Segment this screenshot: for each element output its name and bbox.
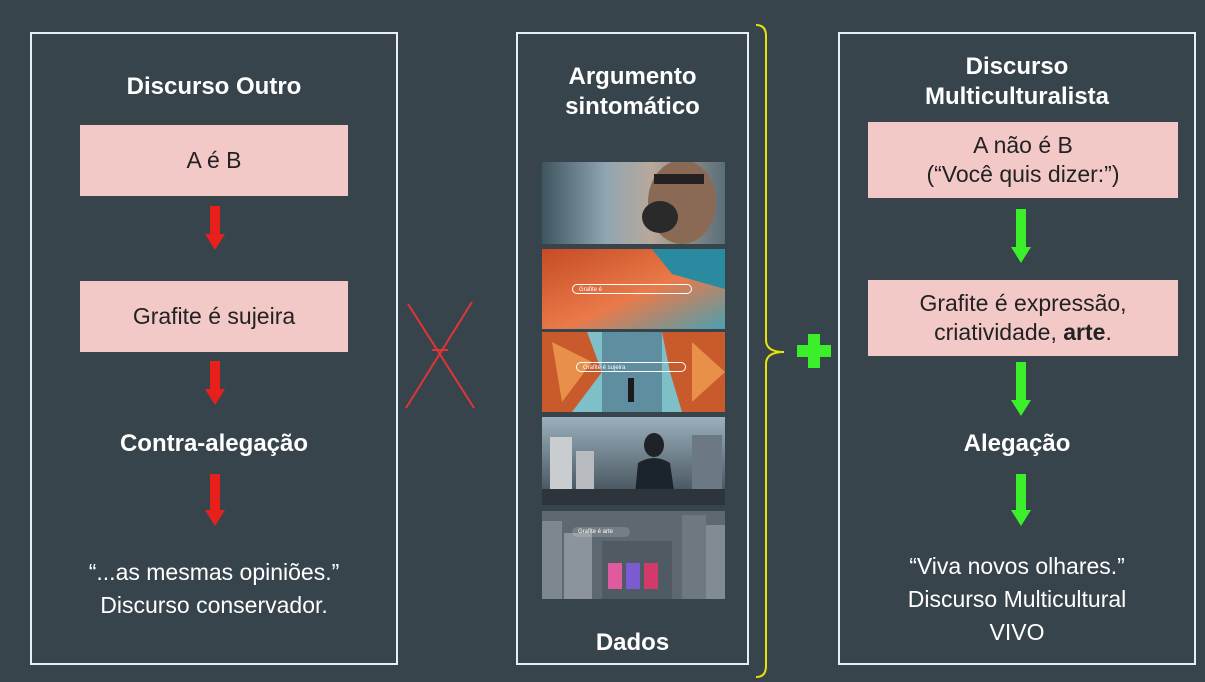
yellow-bracket-icon <box>756 24 785 678</box>
contra-alegacao-heading: Contra-alegação <box>119 430 309 457</box>
box-a-e-b-label: A é B <box>186 147 242 173</box>
right-panel-title: Discurso Multiculturalista <box>840 52 1194 112</box>
green-down-arrow-icon <box>1011 209 1031 263</box>
green-down-arrow-icon <box>1011 474 1031 526</box>
search-pill-3: Grafite é sujeira <box>576 362 686 372</box>
middle-panel-title: Argumento sintomático <box>518 62 747 122</box>
right-quote-line3: VIVO <box>989 619 1045 645</box>
red-x-icon <box>405 301 475 409</box>
left-quote-line1: “...as mesmas opiniões.” <box>88 559 340 585</box>
search-pill-5: Grafite é arte <box>572 527 630 537</box>
screenshot-4 <box>542 417 725 505</box>
screenshot-1 <box>542 162 725 244</box>
green-plus-icon <box>797 334 831 368</box>
right-quote: “Viva novos olhares.” Discurso Multicult… <box>840 550 1194 649</box>
left-quote-line2: Discurso conservador. <box>100 592 328 618</box>
right-quote-line1: “Viva novos olhares.” <box>909 553 1125 579</box>
arte-emphasis: arte <box>1063 319 1106 345</box>
middle-title-line2: sintomático <box>565 93 700 120</box>
box-grafite-expressao-line1: Grafite é expressão, <box>919 290 1127 316</box>
left-quote: “...as mesmas opiniões.” Discurso conser… <box>32 556 396 622</box>
red-down-arrow-icon <box>205 361 225 405</box>
box-grafite-sujeira-label: Grafite é sujeira <box>132 303 296 329</box>
right-title-line2: Multiculturalista <box>924 83 1110 110</box>
search-pill-2: Grafite é <box>572 284 692 294</box>
box-grafite-expressao: Grafite é expressão, criatividade, arte. <box>868 280 1178 356</box>
argumento-sintomatico-panel: Argumento sintomático Grafite <box>516 32 749 665</box>
screenshot-5: Grafite é arte <box>542 511 725 599</box>
discurso-multiculturalista-panel: Discurso Multiculturalista A não é B (“V… <box>838 32 1196 665</box>
left-panel-title: Discurso Outro <box>126 73 302 100</box>
red-down-arrow-icon <box>205 206 225 250</box>
box-grafite-sujeira: Grafite é sujeira <box>80 281 348 352</box>
screenshot-2: Grafite é <box>542 249 725 329</box>
box-a-nao-e-b-line1: A não é B <box>973 132 1073 158</box>
box-a-e-b: A é B <box>80 125 348 196</box>
red-down-arrow-icon <box>205 474 225 526</box>
middle-title-line1: Argumento <box>568 63 697 90</box>
right-quote-line2: Discurso Multicultural <box>907 586 1127 612</box>
box-grafite-expressao-line2: criatividade, arte. <box>934 319 1112 345</box>
screenshot-3: Grafite é sujeira <box>542 332 725 412</box>
discurso-outro-panel: Discurso Outro A é B Grafite é sujeira C… <box>30 32 398 665</box>
right-title-line1: Discurso <box>965 53 1069 80</box>
green-down-arrow-icon <box>1011 362 1031 416</box>
box-a-nao-e-b: A não é B (“Você quis dizer:”) <box>868 122 1178 198</box>
box-a-nao-e-b-line2: (“Você quis dizer:”) <box>926 161 1120 187</box>
alegacao-heading: Alegação <box>963 430 1071 457</box>
dados-label: Dados <box>595 629 670 656</box>
